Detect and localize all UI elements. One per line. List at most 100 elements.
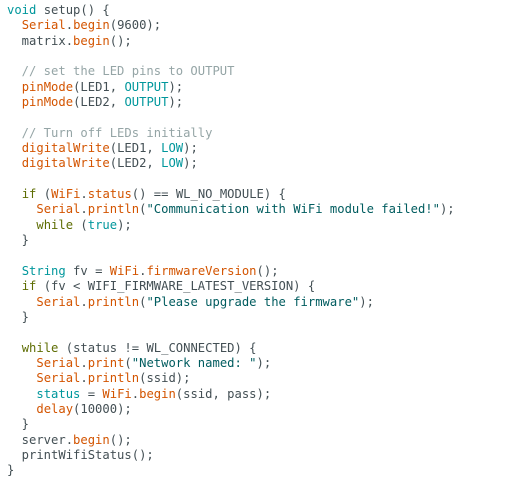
code-token-func: Serial (21, 18, 66, 33)
code-token-func: print (87, 355, 125, 370)
code-token-func: begin (73, 18, 110, 33)
code-token-func: firmwareVersion (146, 263, 257, 278)
code-token-plain: ); (359, 294, 374, 309)
code-token-plain: ); (183, 156, 198, 171)
code-line: String fv = WiFi.firmwareVersion(); (7, 264, 507, 279)
code-token-plain: ( (36, 187, 52, 202)
code-token-func: pinMode (21, 79, 74, 94)
code-line: Serial.println("Please upgrade the firmw… (7, 295, 507, 310)
code-line: while (status != WL_CONNECTED) { (7, 341, 507, 356)
code-token-plain: server. (7, 432, 74, 447)
code-token-plain: != WL_CONNECTED) { (117, 340, 257, 355)
code-token-plain (7, 279, 22, 293)
code-line: status = WiFi.begin(ssid, pass); (7, 387, 507, 402)
code-line: if (fv < WIFI_FIRMWARE_LATEST_VERSION) { (7, 279, 507, 294)
code-token-const: OUTPUT (124, 95, 169, 110)
code-token-plain: (); (109, 432, 132, 447)
code-token-plain: (LED2, (109, 156, 162, 171)
code-token-plain (7, 187, 22, 201)
code-token-plain: printWifiStatus(); (7, 447, 154, 462)
code-token-const: LOW (161, 156, 184, 171)
code-token-func: println (87, 371, 140, 386)
code-token-plain (7, 341, 22, 355)
code-token-plain: . (80, 355, 88, 370)
code-token-plain (7, 387, 36, 401)
code-area[interactable]: void setup() { Serial.begin(9600); matri… (7, 3, 507, 479)
code-token-plain: (10000); (73, 401, 132, 416)
code-token-plain: . (139, 263, 147, 278)
code-line: Serial.println("Communication with WiFi … (7, 202, 507, 217)
code-token-plain: matrix. (7, 33, 74, 48)
code-token-plain: (); (109, 33, 132, 48)
code-token-plain: . (80, 371, 88, 386)
code-token-func: println (87, 294, 140, 309)
code-token-plain: } (7, 417, 30, 432)
code-token-plain (7, 356, 36, 370)
code-token-string: "Communication with WiFi module failed!" (146, 202, 440, 217)
code-line: pinMode(LED1, OUTPUT); (7, 80, 507, 95)
code-line: Serial.print("Network named: "); (7, 356, 507, 371)
code-token-string: "Network named: " (131, 355, 257, 370)
code-line: } (7, 463, 507, 478)
code-line (7, 172, 507, 187)
code-token-func: WiFi (51, 187, 81, 202)
code-line: Serial.println(ssid); (7, 371, 507, 386)
code-line: digitalWrite(LED1, LOW); (7, 141, 507, 156)
code-line: matrix.begin(); (7, 34, 507, 49)
code-line (7, 49, 507, 64)
code-token-comment: // set the LED pins to OUTPUT (7, 64, 235, 79)
code-line: // Turn off LEDs initially (7, 126, 507, 141)
code-line: while (true); (7, 218, 507, 233)
code-token-plain: ); (168, 79, 184, 94)
code-line (7, 249, 507, 264)
code-token-plain: (ssid); (139, 371, 191, 386)
code-line: void setup() { (7, 3, 507, 18)
code-line: } (7, 417, 507, 432)
code-token-func: WiFi (102, 386, 132, 401)
code-token-const: OUTPUT (124, 79, 169, 94)
code-token-plain: ); (439, 202, 455, 217)
code-token-func: digitalWrite (21, 141, 110, 156)
code-token-plain (7, 18, 22, 32)
code-token-plain: . (65, 18, 74, 33)
code-token-func: WiFi (109, 263, 140, 278)
code-token-plain: (9600); (109, 18, 162, 33)
code-token-func: println (87, 202, 140, 217)
code-token-plain: } (7, 309, 30, 324)
code-token-func: status (87, 187, 132, 202)
code-token-comment: // Turn off LEDs initially (7, 125, 213, 140)
code-token-const: true (87, 217, 118, 232)
code-token-plain: (); (256, 263, 279, 278)
code-token-plain: ( (124, 355, 132, 370)
code-token-plain: . (80, 202, 88, 217)
code-token-const: status (36, 386, 81, 401)
code-line: printWifiStatus(); (7, 448, 507, 463)
code-token-plain (7, 156, 22, 170)
code-token-func: digitalWrite (21, 156, 110, 171)
code-token-plain: ); (256, 355, 272, 370)
code-line: pinMode(LED2, OUTPUT); (7, 95, 507, 110)
code-line: Serial.begin(9600); (7, 18, 507, 33)
code-token-plain: . (80, 187, 88, 202)
code-token-plain: } (7, 233, 30, 248)
code-line: // set the LED pins to OUTPUT (7, 64, 507, 79)
code-token-plain: ( (139, 202, 147, 217)
code-token-plain (7, 218, 36, 232)
code-token-plain: (LED2, (73, 95, 125, 110)
code-token-plain: . (80, 294, 88, 309)
code-token-func: Serial (36, 202, 81, 217)
code-token-plain: } (7, 463, 15, 478)
code-line: server.begin(); (7, 433, 507, 448)
code-token-func: begin (73, 33, 110, 48)
code-token-plain: ); (183, 141, 198, 156)
code-token-plain: (LED1, (73, 79, 125, 94)
code-line: } (7, 310, 507, 325)
code-token-plain: ( (73, 217, 88, 232)
code-line (7, 325, 507, 340)
code-token-plain (7, 141, 22, 155)
code-token-plain: setup() { (36, 3, 110, 17)
code-token-plain: ( (139, 294, 147, 309)
code-token-plain (7, 295, 36, 309)
code-token-func: begin (139, 386, 176, 401)
